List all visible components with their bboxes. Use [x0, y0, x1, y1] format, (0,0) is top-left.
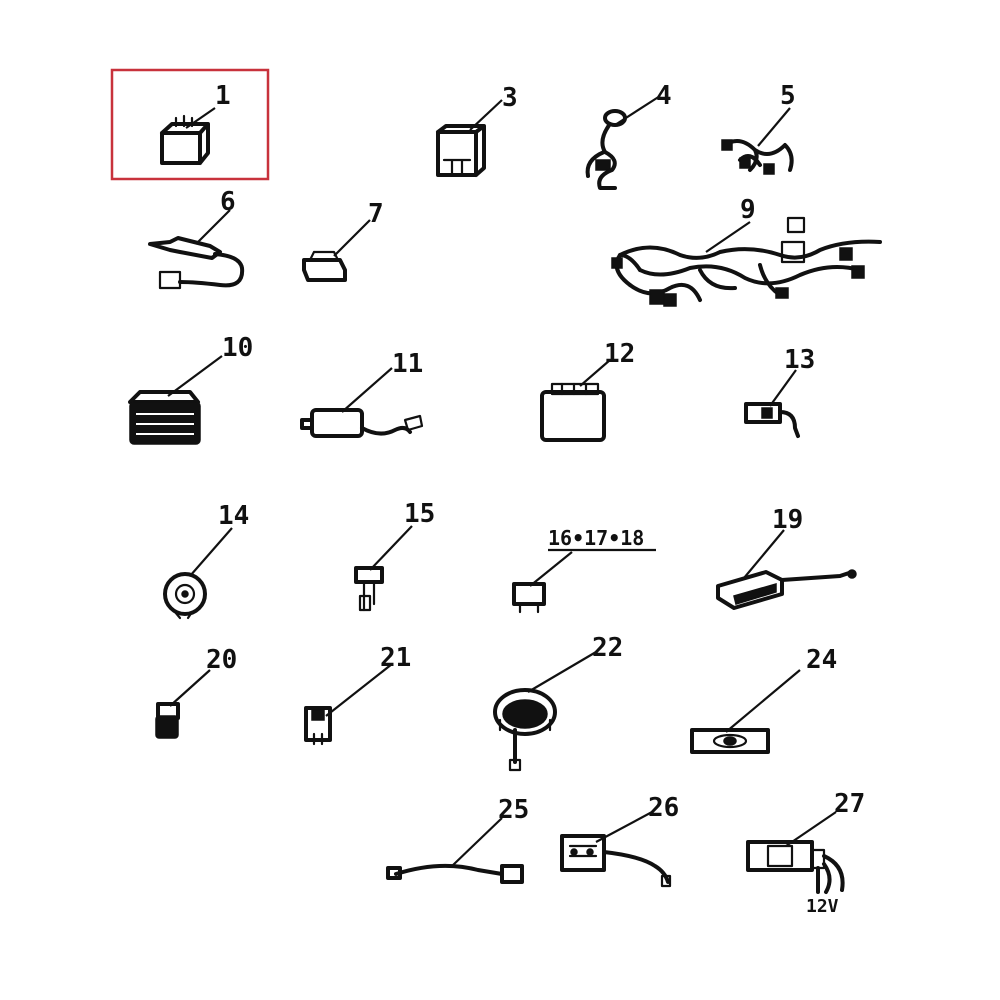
part-12-cdi-unit[interactable]: 12	[540, 339, 635, 442]
label-15: 15	[404, 499, 435, 529]
part-27-voltage-marking: 12V	[806, 896, 839, 917]
label-5: 5	[780, 81, 796, 111]
label-13: 13	[784, 345, 815, 375]
part-19-regulator[interactable]: 19	[716, 505, 857, 610]
label-26: 26	[648, 793, 679, 823]
label-21: 21	[380, 643, 411, 673]
part-20-relay[interactable]: 20	[155, 645, 237, 739]
highlight-box[interactable]	[110, 68, 270, 181]
part-9-main-harness[interactable]: 9	[611, 195, 882, 307]
part-25-cable[interactable]: 25	[386, 795, 529, 884]
part-21-switch[interactable]: 21	[304, 643, 411, 746]
part-10-battery[interactable]: 10	[128, 333, 253, 445]
label-7: 7	[368, 199, 384, 229]
label-6: 6	[220, 187, 236, 217]
part-26-connector-plate[interactable]: 26	[560, 793, 679, 888]
part-5-sub-harness[interactable]: 5	[721, 81, 796, 175]
part-11-ignition-coil[interactable]: 11	[300, 349, 423, 438]
part-27-converter[interactable]: 12V 27	[746, 789, 865, 917]
part-13-connector[interactable]: 13	[744, 345, 815, 438]
label-19: 19	[772, 505, 803, 535]
label-20: 20	[206, 645, 237, 675]
label-22: 22	[592, 633, 623, 663]
label-25: 25	[498, 795, 529, 825]
part-22-horn-coil[interactable]: 22	[493, 633, 623, 772]
part-3-flasher[interactable]: 3	[436, 83, 518, 177]
part-4-sensor[interactable]: 4	[585, 81, 672, 190]
part-15-stop-switch[interactable]: 15	[354, 499, 435, 612]
label-10: 10	[222, 333, 253, 363]
part-7-switch[interactable]: 7	[302, 199, 384, 282]
part-6-oxygen-sensor[interactable]: 6	[148, 187, 245, 290]
label-11: 11	[392, 349, 423, 379]
label-3: 3	[502, 83, 518, 113]
label-4: 4	[656, 81, 672, 111]
part-1-relay[interactable]: 1	[160, 81, 231, 165]
part-24-lamp-lens[interactable]: 24	[690, 645, 837, 754]
label-9: 9	[740, 195, 756, 225]
label-16-17-18: 16•17•18	[548, 526, 644, 550]
part-14-horn[interactable]: 14	[163, 501, 249, 620]
label-27: 27	[834, 789, 865, 819]
label-14: 14	[218, 501, 249, 531]
label-1: 1	[215, 81, 231, 111]
label-24: 24	[806, 645, 837, 675]
label-12: 12	[604, 339, 635, 369]
part-16-17-18-fuse[interactable]: 16•17•18	[512, 526, 656, 614]
